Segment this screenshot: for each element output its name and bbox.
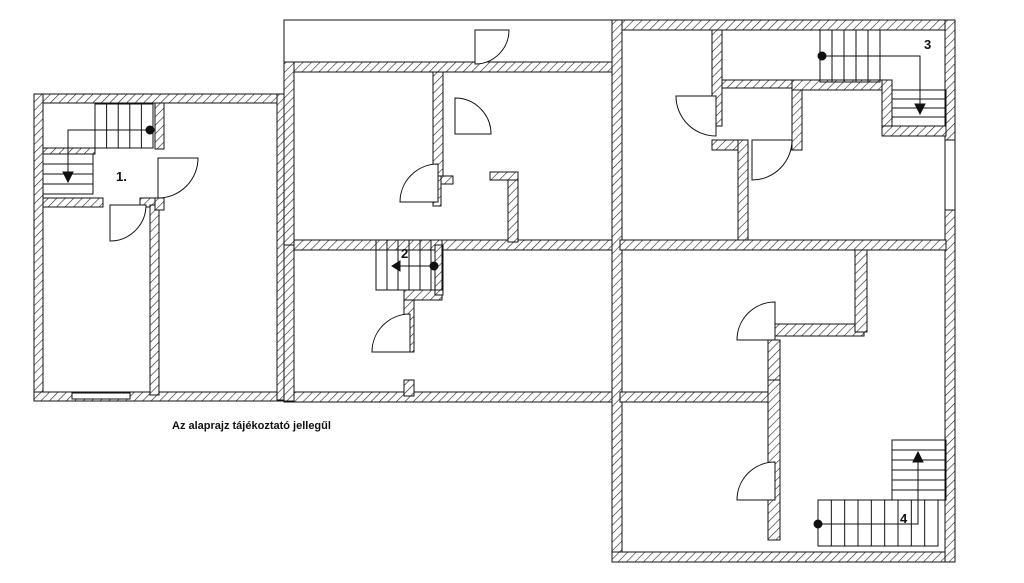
wall-segment [33,93,44,401]
wall-segment [767,323,865,337]
wall-segment [154,102,165,150]
door-swing [454,97,492,135]
door-swing [399,163,439,203]
window [71,392,131,400]
wall-segment [507,171,519,243]
wall-segment [611,551,956,563]
stair-arrow-2-head [391,260,401,272]
wall-segment [881,125,947,137]
terrace-outline [283,19,612,62]
unit-2-label: 2 [401,246,408,261]
wall-segment [619,239,947,251]
stair-unit-4-lower [817,499,939,547]
wall-segment [154,197,165,211]
wall-segment [42,197,104,208]
stair-arrow-1-head [62,171,74,184]
window [944,139,956,211]
wall-segment [944,209,956,563]
door-swing [736,461,776,501]
door-swing [371,313,411,353]
wall-segment [283,391,621,403]
unit-1-label: 1. [116,169,127,184]
stair-arrow-4 [818,455,919,525]
fixtures [42,19,956,547]
stair-arrow-3 [822,55,921,110]
unit-3-label: 3 [924,37,931,52]
door-swing [109,204,147,242]
wall-segment [283,61,621,73]
wall-segment [283,61,295,253]
door-swing [675,95,717,137]
stair-arrow-3-head [914,103,926,116]
door-swing [157,157,199,199]
door-swing [474,29,510,65]
wall-segment [33,93,287,104]
wall-segment [854,249,868,333]
wall-segment [611,19,623,563]
door-swing [736,301,776,341]
door-swing [751,139,793,181]
wall-segment [403,379,415,397]
wall-segment [767,379,781,541]
wall-segment [42,147,96,155]
wall-segment [283,244,295,402]
stair-arrow-4-head [912,450,924,463]
unit-4-label: 4 [900,511,908,526]
wall-segment [711,29,723,127]
wall-segment [737,139,749,245]
wall-segment [283,239,621,251]
wall-segment [611,19,956,31]
plan-caption: Az alaprajz tájékoztató jellegűl [172,420,331,432]
wall-segment [721,79,793,89]
wall-segment [149,204,160,396]
wall-segment [619,391,781,403]
stair-unit-1-upper [94,103,154,149]
stair-arrow-1 [67,129,150,175]
wall-segment [489,171,519,181]
walls [33,19,956,563]
